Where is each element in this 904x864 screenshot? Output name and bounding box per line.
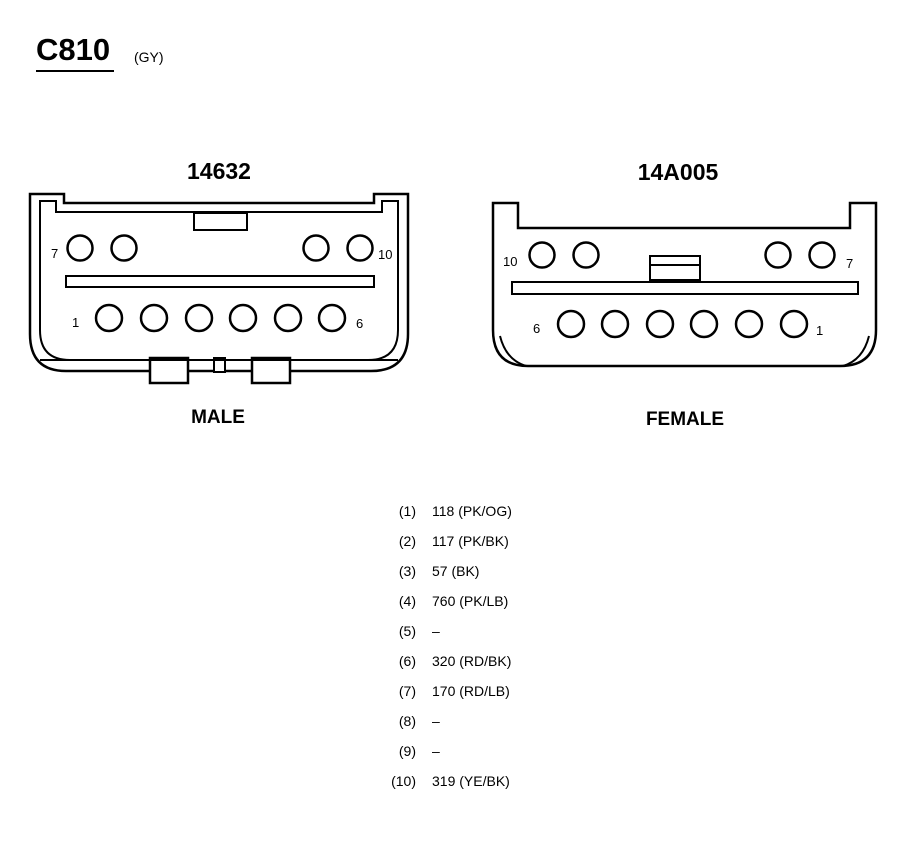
male-pin-4 (228, 303, 258, 333)
pinout-circuit: 760 (PK/LB) (432, 593, 509, 609)
pinout-row: (5) – (370, 623, 630, 653)
male-connector: 14632 7 10 1 6 MALE (28, 158, 410, 428)
female-pin-label-6: 6 (533, 321, 540, 336)
male-bottom-tab-right (250, 356, 292, 385)
female-pin-3 (689, 309, 719, 339)
pinout-table: (1) 118 (PK/OG) (2) 117 (PK/BK) (3) 57 (… (370, 503, 630, 803)
female-outer-shell (491, 201, 878, 368)
connector-title: C810 (36, 32, 110, 67)
female-pin-2 (734, 309, 764, 339)
pinout-row: (6) 320 (RD/BK) (370, 653, 630, 683)
pinout-pin-number: (10) (391, 773, 416, 789)
female-pin-8 (764, 241, 792, 269)
pinout-pin-number: (9) (398, 743, 416, 759)
connector-color-code: (GY) (134, 49, 164, 65)
female-inner-curve-right (842, 335, 870, 367)
male-bottom-tab-center (213, 357, 226, 373)
male-label: MALE (191, 407, 245, 428)
female-pin-label-10: 10 (503, 254, 517, 269)
male-pin-6 (317, 303, 347, 333)
male-pin-9 (302, 234, 330, 262)
pinout-pin-number: (8) (398, 713, 416, 729)
female-separator-bar (511, 281, 859, 295)
pinout-pin-number: (1) (398, 503, 416, 519)
male-pin-8 (110, 234, 138, 262)
female-pin-10 (528, 241, 556, 269)
pinout-pin-number: (4) (398, 593, 416, 609)
pinout-row: (7) 170 (RD/LB) (370, 683, 630, 713)
pinout-circuit: – (432, 713, 440, 729)
female-part-number: 14A005 (638, 159, 719, 185)
pinout-row: (4) 760 (PK/LB) (370, 593, 630, 623)
male-pin-3 (184, 303, 214, 333)
pinout-pin-number: (5) (398, 623, 416, 639)
male-separator-bar (65, 275, 375, 288)
male-pin-label-1: 1 (72, 315, 79, 330)
female-pin-7 (808, 241, 836, 269)
pinout-circuit: 118 (PK/OG) (432, 503, 512, 519)
male-pin-5 (273, 303, 303, 333)
male-pin-label-10: 10 (378, 247, 392, 262)
female-connector: 14A005 10 7 6 1 FEMALE (491, 159, 878, 430)
pinout-pin-number: (2) (398, 533, 416, 549)
male-bottom-tab-left (148, 356, 190, 385)
pinout-circuit: 319 (YE/BK) (432, 773, 510, 789)
pinout-pin-number: (7) (398, 683, 416, 699)
pinout-circuit: – (432, 743, 440, 759)
female-pin-4 (645, 309, 675, 339)
male-pin-2 (139, 303, 169, 333)
female-label: FEMALE (646, 409, 724, 430)
pinout-circuit: 320 (RD/BK) (432, 653, 512, 669)
pinout-pin-number: (3) (398, 563, 416, 579)
male-inner-shell (39, 200, 399, 361)
male-pin-7 (66, 234, 94, 262)
pinout-circuit: 117 (PK/BK) (432, 533, 509, 549)
pinout-row: (10) 319 (YE/BK) (370, 773, 630, 803)
male-pin-1 (94, 303, 124, 333)
pinout-row: (2) 117 (PK/BK) (370, 533, 630, 563)
pinout-circuit: – (432, 623, 440, 639)
pinout-circuit: 170 (RD/LB) (432, 683, 510, 699)
female-pin-9 (572, 241, 600, 269)
pinout-row: (9) – (370, 743, 630, 773)
pinout-row: (8) – (370, 713, 630, 743)
male-pin-label-7: 7 (51, 246, 58, 261)
male-pin-label-6: 6 (356, 316, 363, 331)
female-inner-curve-left (499, 335, 527, 367)
female-pin-1 (779, 309, 809, 339)
male-part-number: 14632 (187, 158, 251, 184)
male-pin-10 (346, 234, 374, 262)
male-latch-key (193, 212, 248, 231)
pinout-row: (1) 118 (PK/OG) (370, 503, 630, 533)
pinout-row: (3) 57 (BK) (370, 563, 630, 593)
female-pin-label-7: 7 (846, 256, 853, 271)
male-outer-shell (28, 192, 410, 373)
female-key-block (649, 255, 701, 281)
female-pin-5 (600, 309, 630, 339)
female-pin-6 (556, 309, 586, 339)
female-pin-label-1: 1 (816, 323, 823, 338)
pinout-pin-number: (6) (398, 653, 416, 669)
pinout-circuit: 57 (BK) (432, 563, 480, 579)
